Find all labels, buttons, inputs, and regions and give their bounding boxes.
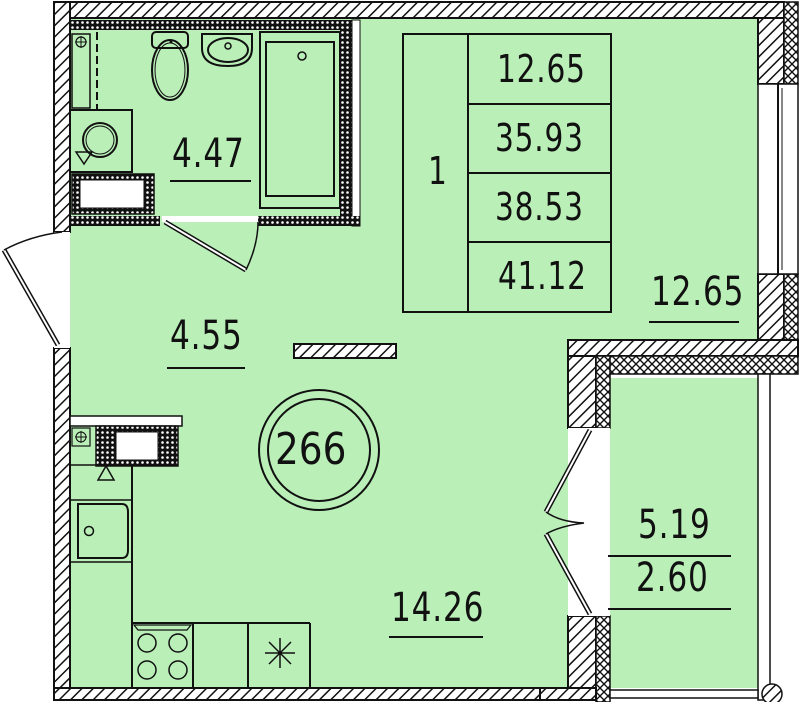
partition-wall (293, 343, 397, 359)
entrance-door-icon (1, 231, 70, 348)
fridge-icon (265, 638, 295, 668)
total-area-with-loggia-value: 38.53 (495, 185, 584, 229)
total-area-value: 35.93 (495, 116, 584, 160)
kitchen-counter (69, 415, 311, 688)
area-underlines (167, 180, 739, 638)
bathroom-area: 4.47 (172, 131, 245, 177)
apartment-number-badge (258, 389, 380, 511)
rooms-count: 1 (428, 149, 448, 193)
sink-icon (201, 33, 253, 68)
loggia-door-icon (543, 428, 610, 616)
summary-table (402, 33, 612, 313)
apartment-number: 266 (275, 424, 347, 475)
total-area-full-value: 41.12 (498, 254, 587, 298)
living-room-area: 12.65 (651, 269, 745, 315)
kitchen-sink-icon (77, 503, 129, 559)
loggia-area: 5.19 (638, 502, 711, 548)
washing-machine-icon (69, 109, 133, 173)
toilet-icon (151, 31, 189, 101)
outer-walls (53, 1, 799, 702)
loggia-glazing (609, 373, 783, 702)
living-area-value: 12.65 (497, 47, 586, 91)
radiator-icon (71, 173, 155, 215)
kitchen-living-area: 14.26 (391, 585, 485, 631)
bathroom-door-icon (163, 219, 259, 273)
bathtub-icon (259, 31, 341, 209)
loggia-reduced-area: 2.60 (636, 555, 709, 601)
boiler-icon (71, 32, 98, 110)
stove-icon (132, 624, 193, 680)
hallway-area: 4.55 (170, 313, 243, 359)
room-fills (70, 18, 766, 688)
window-icon (757, 83, 799, 275)
bathroom-walls (70, 19, 361, 227)
